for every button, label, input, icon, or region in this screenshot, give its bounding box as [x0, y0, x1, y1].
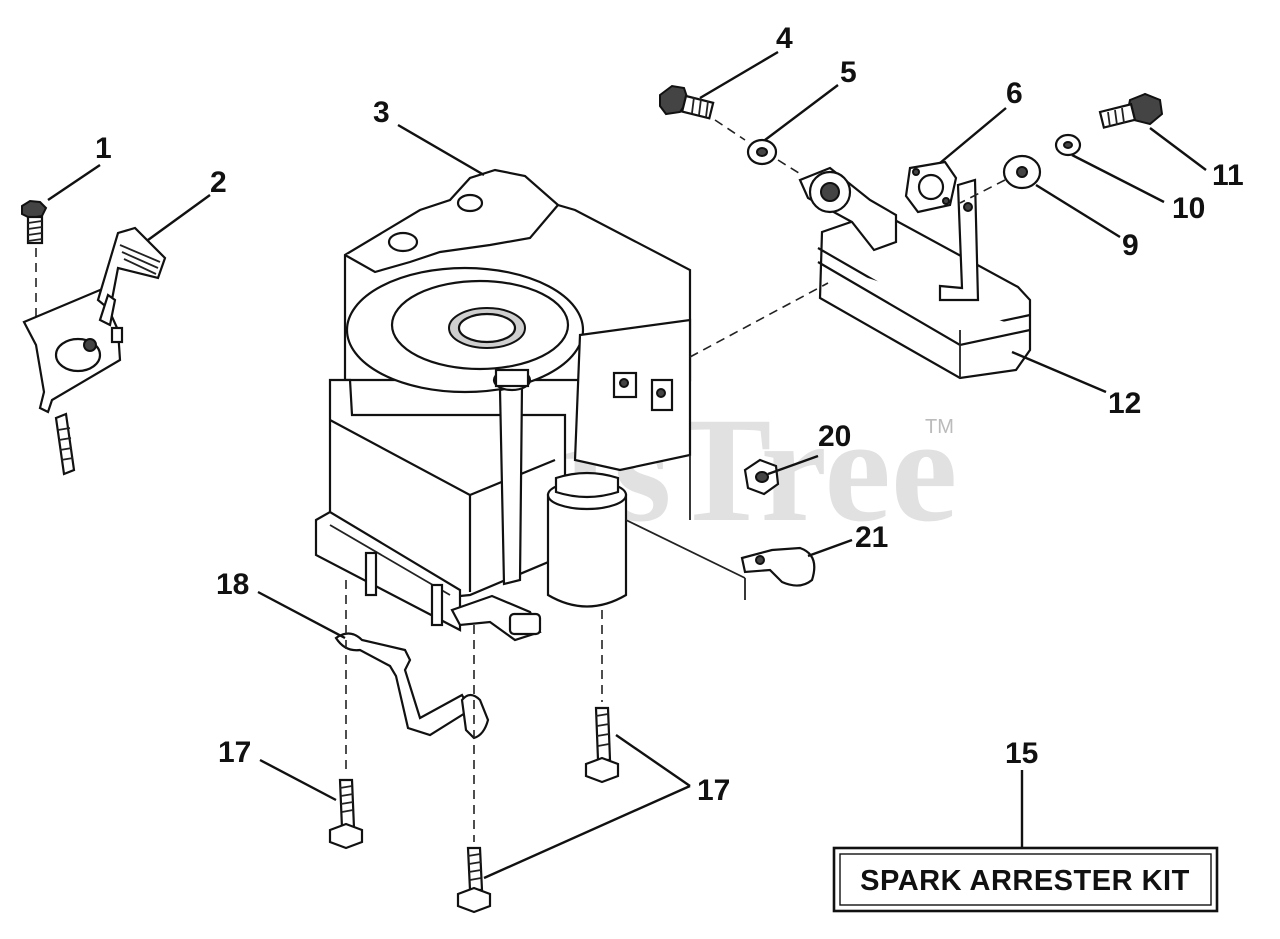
bolt-icon — [456, 846, 492, 914]
callout-18: 18 — [216, 568, 249, 601]
washer-icon — [1054, 133, 1082, 157]
callout-11: 11 — [1212, 159, 1244, 192]
callout-4: 4 — [776, 22, 793, 55]
washer-icon — [746, 138, 778, 166]
bolt-icon — [584, 706, 620, 784]
callout-3: 3 — [373, 96, 390, 129]
callout-21: 21 — [855, 521, 888, 554]
washer-icon — [1002, 154, 1042, 190]
clamp-icon — [740, 546, 816, 587]
callout-9: 9 — [1122, 229, 1139, 262]
bolt-icon — [659, 84, 715, 120]
engine-assembly-icon — [314, 168, 746, 642]
rod-icon — [334, 632, 490, 740]
callout-17-right: 17 — [697, 774, 730, 807]
bolt-icon — [21, 199, 48, 245]
muffler-icon — [798, 166, 1032, 380]
spark-arrester-kit-box: SPARK ARRESTER KIT — [832, 846, 1219, 913]
callout-1: 1 — [95, 132, 112, 165]
callout-labels: 1 2 3 4 5 6 9 10 11 12 15 17 17 18 20 21 — [95, 22, 1244, 807]
gasket-icon — [904, 160, 958, 214]
bolt-icon — [328, 778, 364, 850]
callout-17-left: 17 — [218, 736, 251, 769]
callout-20: 20 — [818, 420, 851, 453]
bolt-icon — [1098, 92, 1164, 129]
callout-12: 12 — [1108, 387, 1141, 420]
throttle-control-icon — [22, 226, 167, 476]
callout-5: 5 — [840, 56, 857, 89]
watermark-tm: TM — [925, 416, 954, 438]
leader-lines — [47, 50, 1207, 880]
spark-arrester-kit-label: SPARK ARRESTER KIT — [860, 865, 1190, 897]
callout-15: 15 — [1005, 737, 1038, 770]
nut-icon — [743, 458, 780, 496]
callout-6: 6 — [1006, 77, 1023, 110]
callout-2: 2 — [210, 166, 227, 199]
callout-10: 10 — [1172, 192, 1205, 225]
